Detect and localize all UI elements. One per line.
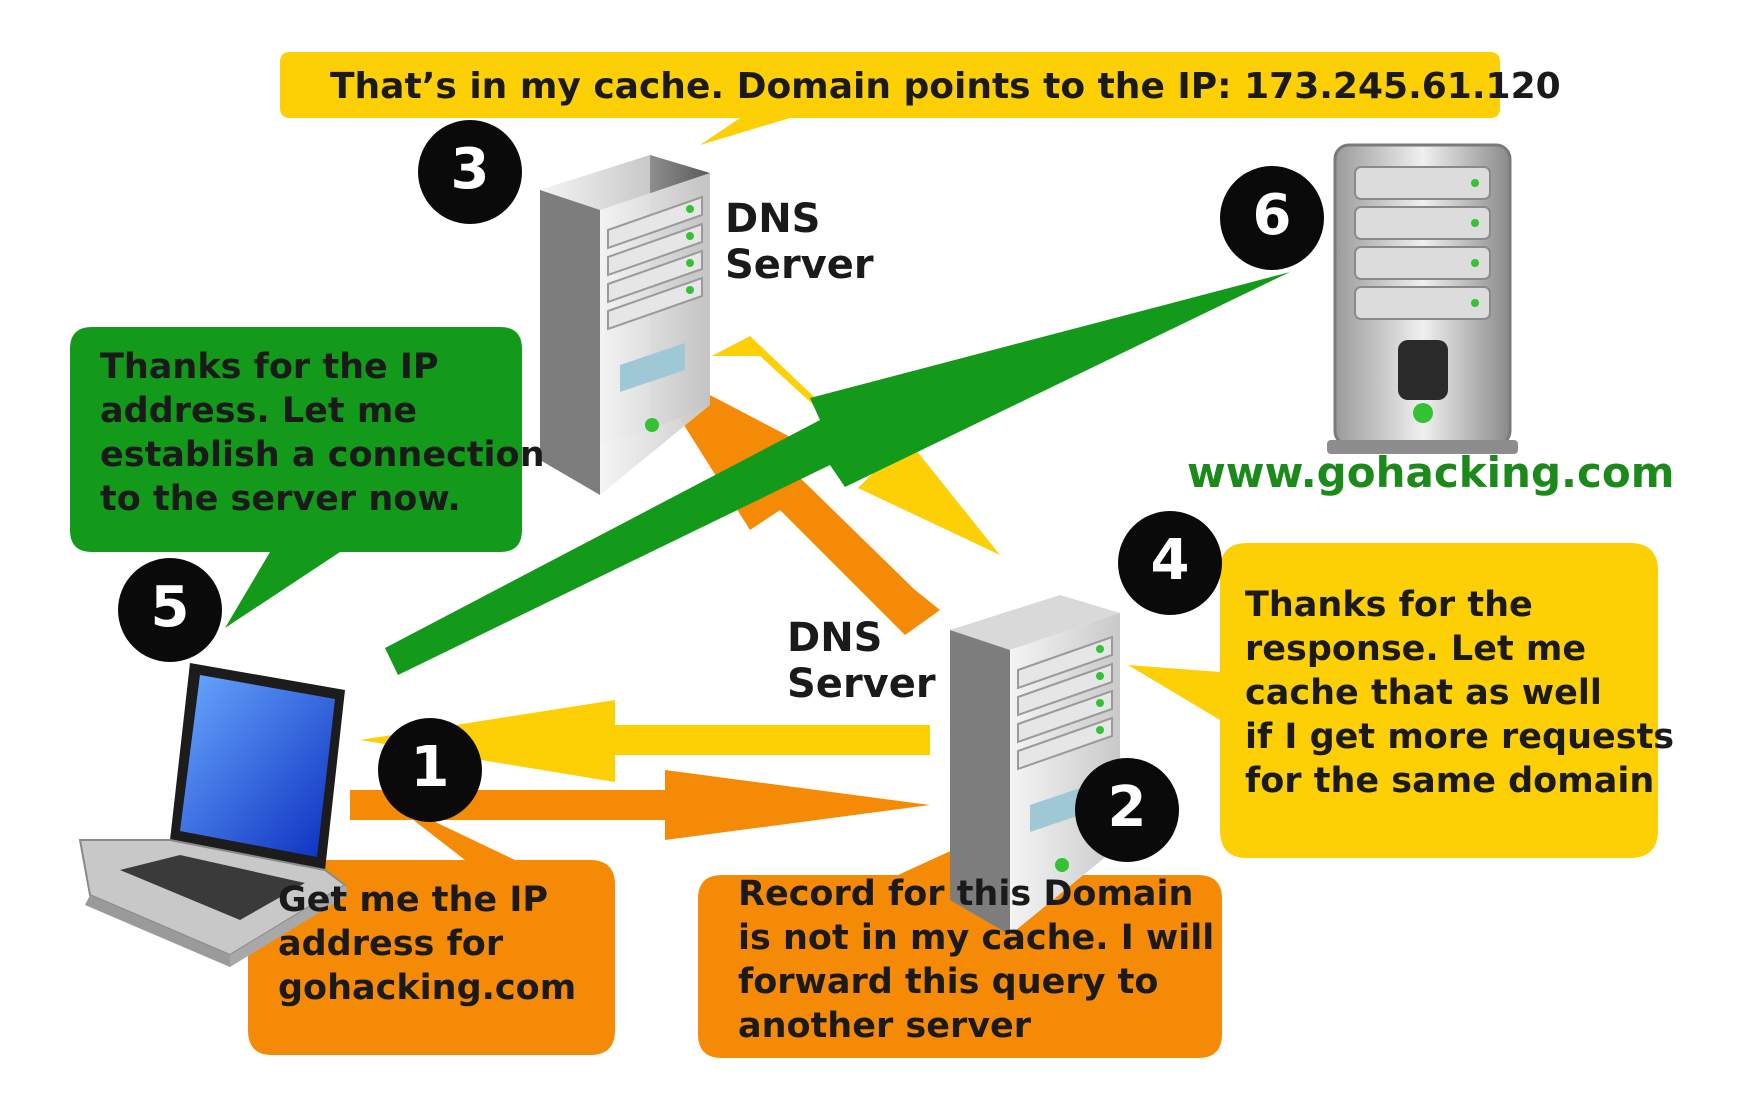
right-speech-bubble — [1128, 543, 1658, 858]
top-dns-server-label: DNS Server — [725, 196, 874, 288]
web-server-icon — [1327, 143, 1518, 454]
top-dns-server-icon — [540, 155, 710, 495]
website-label: www.gohacking.com — [1187, 448, 1675, 497]
bottom-left-bubble-text: Get me the IP address for gohacking.com — [278, 880, 577, 1009]
orange-arrow-forward-query — [643, 360, 940, 635]
green-speech-bubble — [70, 327, 522, 628]
green-bubble-text: Thanks for the IP address. Let me establ… — [100, 347, 545, 520]
step-badge-4 — [1118, 511, 1222, 615]
yellow-arrow-answer-to-client — [360, 700, 930, 782]
step-number-1: 1 — [410, 735, 450, 800]
top-speech-bubble — [280, 52, 1500, 145]
step-number-2: 2 — [1107, 775, 1147, 840]
step-badge-3 — [418, 120, 522, 224]
middle-dns-server-icon — [950, 595, 1120, 935]
middle-dns-server-label: DNS Server — [787, 615, 936, 707]
yellow-arrow-response-to-resolver — [712, 336, 1000, 555]
step-number-4: 4 — [1150, 528, 1190, 593]
step-badge-1 — [378, 718, 482, 822]
green-arrow-connect — [385, 272, 1290, 675]
step-badge-6 — [1220, 166, 1324, 270]
step-number-6: 6 — [1252, 183, 1292, 248]
step-badge-5 — [118, 558, 222, 662]
bottom-middle-speech-bubble — [698, 810, 1222, 1058]
top-bubble-text: That’s in my cache. Domain points to the… — [330, 66, 1561, 107]
laptop-icon — [78, 663, 348, 967]
step-number-3: 3 — [450, 137, 490, 202]
bottom-middle-bubble-text: Record for this Domain is not in my cach… — [738, 874, 1215, 1047]
right-bubble-text: Thanks for the response. Let me cache th… — [1245, 585, 1675, 802]
step-number-5: 5 — [150, 575, 190, 640]
bottom-left-speech-bubble — [248, 798, 615, 1055]
orange-arrow-client-query — [350, 770, 930, 840]
step-badge-2 — [1075, 758, 1179, 862]
